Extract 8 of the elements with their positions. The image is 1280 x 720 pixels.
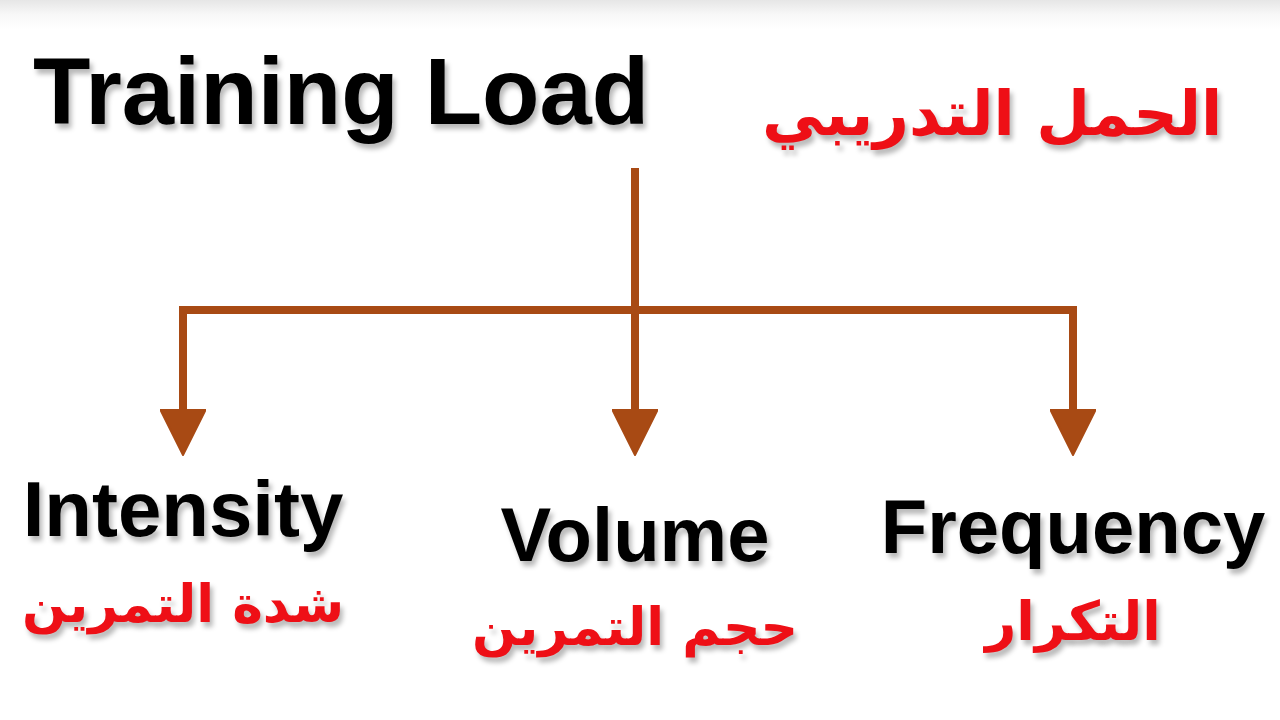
english-label: Volume (500, 491, 770, 579)
english-heading: Training Load (33, 38, 650, 146)
english-label: Frequency (880, 483, 1266, 571)
english-label: Intensity (22, 465, 344, 555)
arabic-label: شدة التمرين (21, 572, 345, 637)
arabic-heading: الحمل التدريبي (762, 76, 1223, 152)
arabic-label: التكرار (985, 589, 1161, 656)
arabic-label: حجم التمرين (472, 596, 798, 660)
